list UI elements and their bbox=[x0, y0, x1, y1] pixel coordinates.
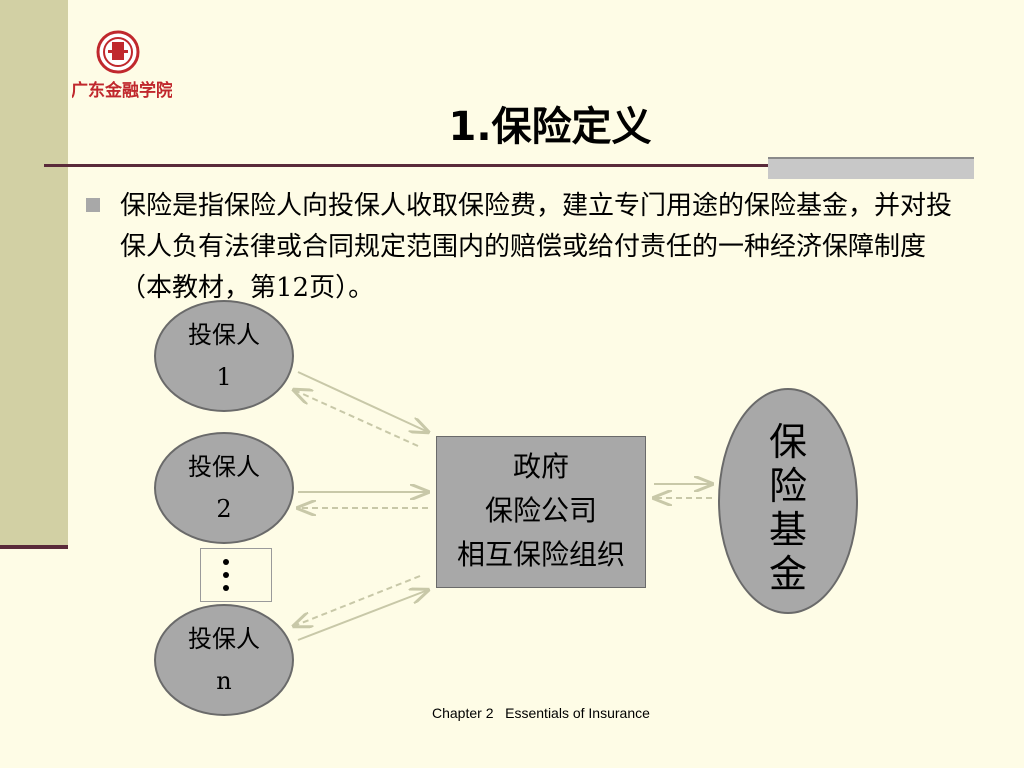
insurance-fund-ellipse: 保 险 基 金 bbox=[718, 388, 858, 614]
left-decoration-bar bbox=[0, 0, 68, 548]
policyholder-number: 2 bbox=[216, 495, 232, 523]
fund-char: 基 bbox=[768, 508, 807, 552]
ellipsis-dot bbox=[223, 572, 229, 578]
policyholder-2-ellipse: 投保人 2 bbox=[154, 432, 294, 544]
fund-char: 险 bbox=[768, 464, 807, 508]
insurer-line: 相互保险组织 bbox=[456, 538, 625, 571]
fund-char: 金 bbox=[768, 552, 807, 596]
title-rule bbox=[44, 164, 974, 167]
college-logo: 广东金融学院 bbox=[72, 30, 172, 101]
policyholder-label: 投保人 bbox=[188, 453, 260, 481]
arrow-p1-to-insurer bbox=[297, 371, 428, 432]
title-accent-bar bbox=[768, 157, 974, 179]
bullet-square-icon bbox=[86, 198, 100, 212]
policyholder-number: n bbox=[216, 667, 232, 695]
policyholder-number: 1 bbox=[216, 363, 232, 391]
policyholder-label: 投保人 bbox=[188, 321, 260, 349]
definition-text: 保险是指保险人向投保人收取保险费，建立专门用途的保险基金，并对投保人负有法律或合… bbox=[120, 191, 953, 303]
left-decoration-line bbox=[0, 545, 68, 549]
arrow-pn-to-insurer bbox=[297, 590, 428, 641]
policyholder-1-ellipse: 投保人 1 bbox=[154, 300, 294, 412]
ellipsis-dot bbox=[223, 585, 229, 591]
logo-lettering: 广东金融学院 bbox=[72, 80, 172, 101]
fund-char: 保 bbox=[768, 420, 807, 464]
slide-title: 1.保险定义 bbox=[448, 104, 652, 150]
policyholder-label: 投保人 bbox=[188, 625, 260, 653]
policyholder-n-ellipse: 投保人 n bbox=[154, 604, 294, 716]
ellipsis-box bbox=[200, 548, 272, 602]
insurer-box: 政府 保险公司 相互保险组织 bbox=[436, 436, 646, 588]
insurer-line: 保险公司 bbox=[484, 494, 597, 527]
arrow-insurer-to-pn bbox=[294, 575, 421, 626]
ellipsis-dot bbox=[223, 559, 229, 565]
slide-footer: Chapter 2 Essentials of Insurance bbox=[432, 705, 650, 721]
insurer-line: 政府 bbox=[512, 450, 569, 483]
arrow-insurer-to-p1 bbox=[294, 390, 419, 447]
